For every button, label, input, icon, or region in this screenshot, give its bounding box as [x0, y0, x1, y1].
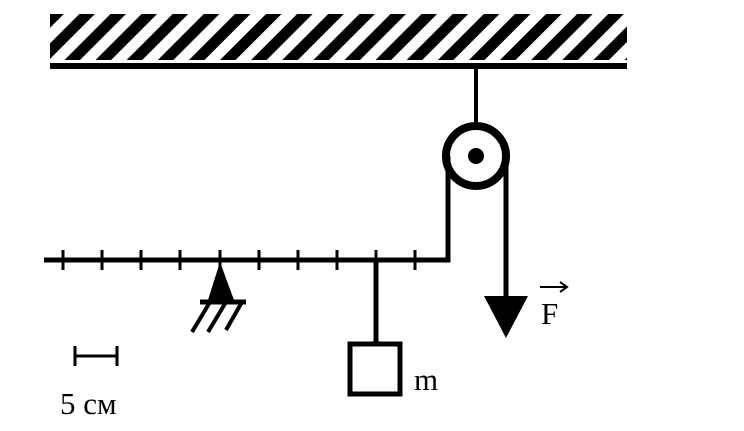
scale-label: 5 см	[60, 386, 117, 421]
pulley-axle	[468, 148, 484, 164]
force-label: F	[541, 296, 558, 331]
pulley	[442, 122, 510, 190]
scale-bar	[73, 346, 119, 366]
mass-label: m	[414, 362, 438, 397]
force-arrow-head	[484, 296, 528, 338]
fulcrum-support	[190, 262, 246, 334]
force-label-group: F	[540, 281, 569, 331]
ceiling-hatching	[50, 14, 627, 60]
fulcrum-triangle	[208, 262, 234, 300]
ceiling	[50, 14, 627, 69]
mass-block	[347, 341, 403, 397]
rope-left	[372, 156, 451, 263]
force-vector-tip	[559, 281, 569, 293]
